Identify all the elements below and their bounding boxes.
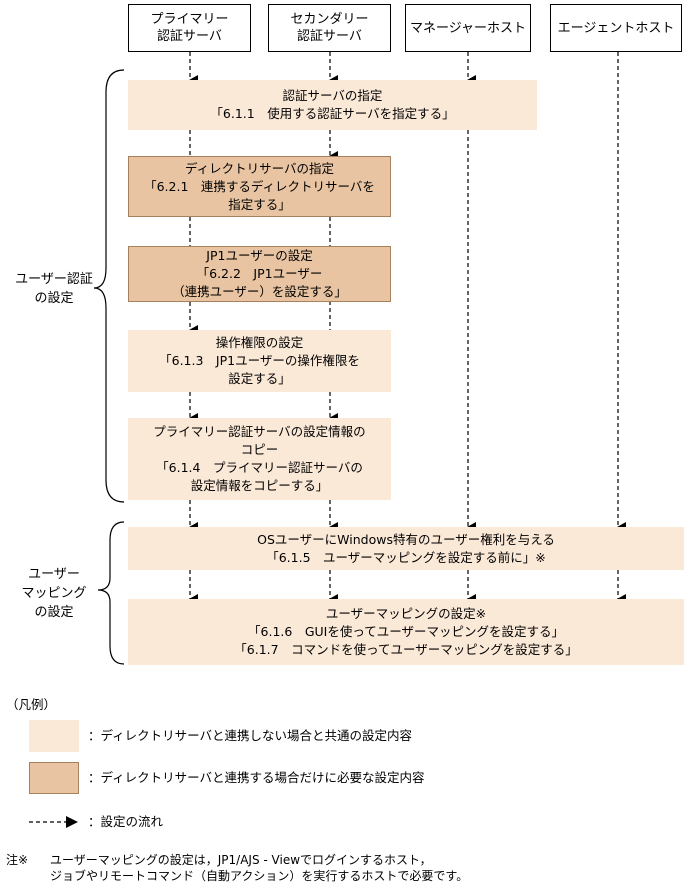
header-secondary-auth-server: セカンダリー 認証サーバ: [268, 4, 391, 52]
step-auth-server: 認証サーバの指定 「6.1.1 使用する認証サーバを指定する」: [128, 80, 537, 130]
legend-text-flow: ：設定の流れ: [88, 814, 164, 829]
header-manager-host: マネージャーホスト: [405, 4, 531, 52]
step-copy-settings: プライマリー認証サーバの設定情報の コピー 「6.1.4 プライマリー認証サーバ…: [128, 418, 391, 500]
step-user-mapping: ユーザーマッピングの設定※ 「6.1.6 GUIを使ってユーザーマッピングを設定…: [128, 599, 684, 665]
footnote-text: ユーザーマッピングの設定は，JP1/AJS - Viewでログインするホスト， …: [50, 853, 469, 883]
legend-title: （凡例）: [6, 697, 57, 712]
legend-text-directory-only: ：ディレクトリサーバと連携する場合だけに必要な設定内容: [88, 770, 425, 785]
footnote-mark: 注※: [6, 853, 29, 867]
step-permissions: 操作権限の設定 「6.1.3 JP1ユーザーの操作権限を 設定する」: [128, 330, 391, 392]
group-label-user-mapping: ユーザー マッピング の設定: [21, 567, 87, 620]
step-windows-rights: OSユーザーにWindows特有のユーザー権利を与える 「6.1.5 ユーザーマ…: [128, 527, 684, 570]
header-primary-auth-server: プライマリー 認証サーバ: [128, 4, 251, 52]
group-label-user-auth: ユーザー認証 の設定: [15, 272, 93, 306]
step-jp1-user: JP1ユーザーの設定 「6.2.2 JP1ユーザー （連携ユーザー）を設定する」: [128, 246, 391, 302]
step-directory-server: ディレクトリサーバの指定 「6.2.1 連携するディレクトリサーバを 指定する」: [128, 156, 391, 217]
legend-swatch-common: [29, 720, 79, 752]
header-agent-host: エージェントホスト: [550, 4, 682, 52]
legend-text-common: ：ディレクトリサーバと連携しない場合と共通の設定内容: [88, 728, 413, 743]
legend-swatch-directory-only: [29, 762, 79, 794]
